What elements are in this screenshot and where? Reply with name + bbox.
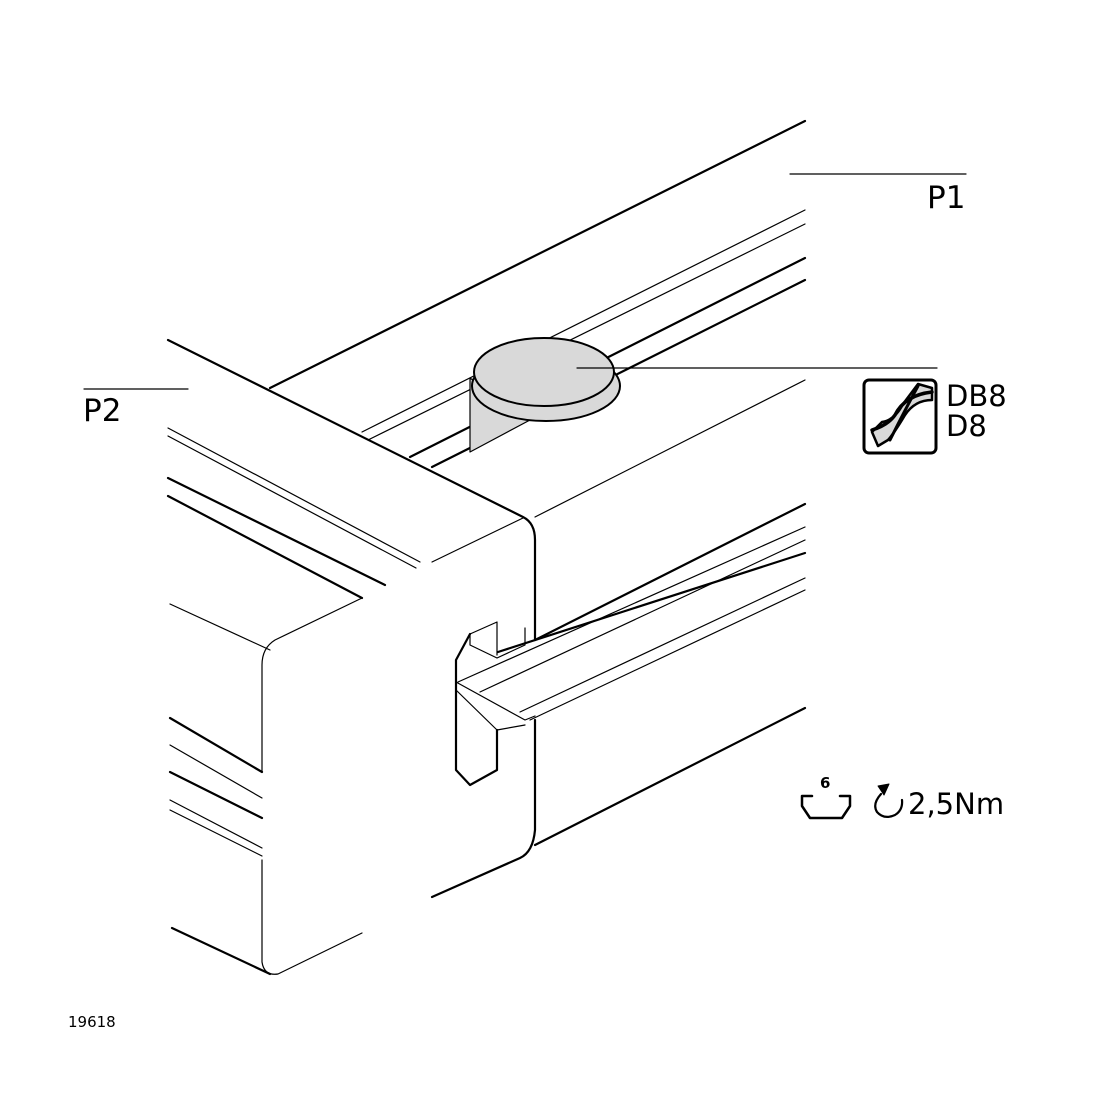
drill-spec-d8: D8: [946, 409, 987, 443]
wrench-size: 6: [820, 774, 831, 792]
hex-socket-icon: [800, 794, 852, 820]
profile-p2: [166, 338, 537, 976]
drill-bit-icon: [862, 378, 938, 455]
end-cap: [469, 337, 621, 453]
profile-p1: [268, 119, 807, 847]
rotate-clockwise-icon: [874, 783, 904, 819]
figure-number: 19618: [68, 1013, 116, 1031]
torque-value: 2,5Nm: [908, 787, 1005, 821]
label-p2: P2: [83, 393, 122, 429]
label-p1: P1: [927, 180, 966, 216]
drill-spec-db8: DB8: [946, 379, 1007, 413]
